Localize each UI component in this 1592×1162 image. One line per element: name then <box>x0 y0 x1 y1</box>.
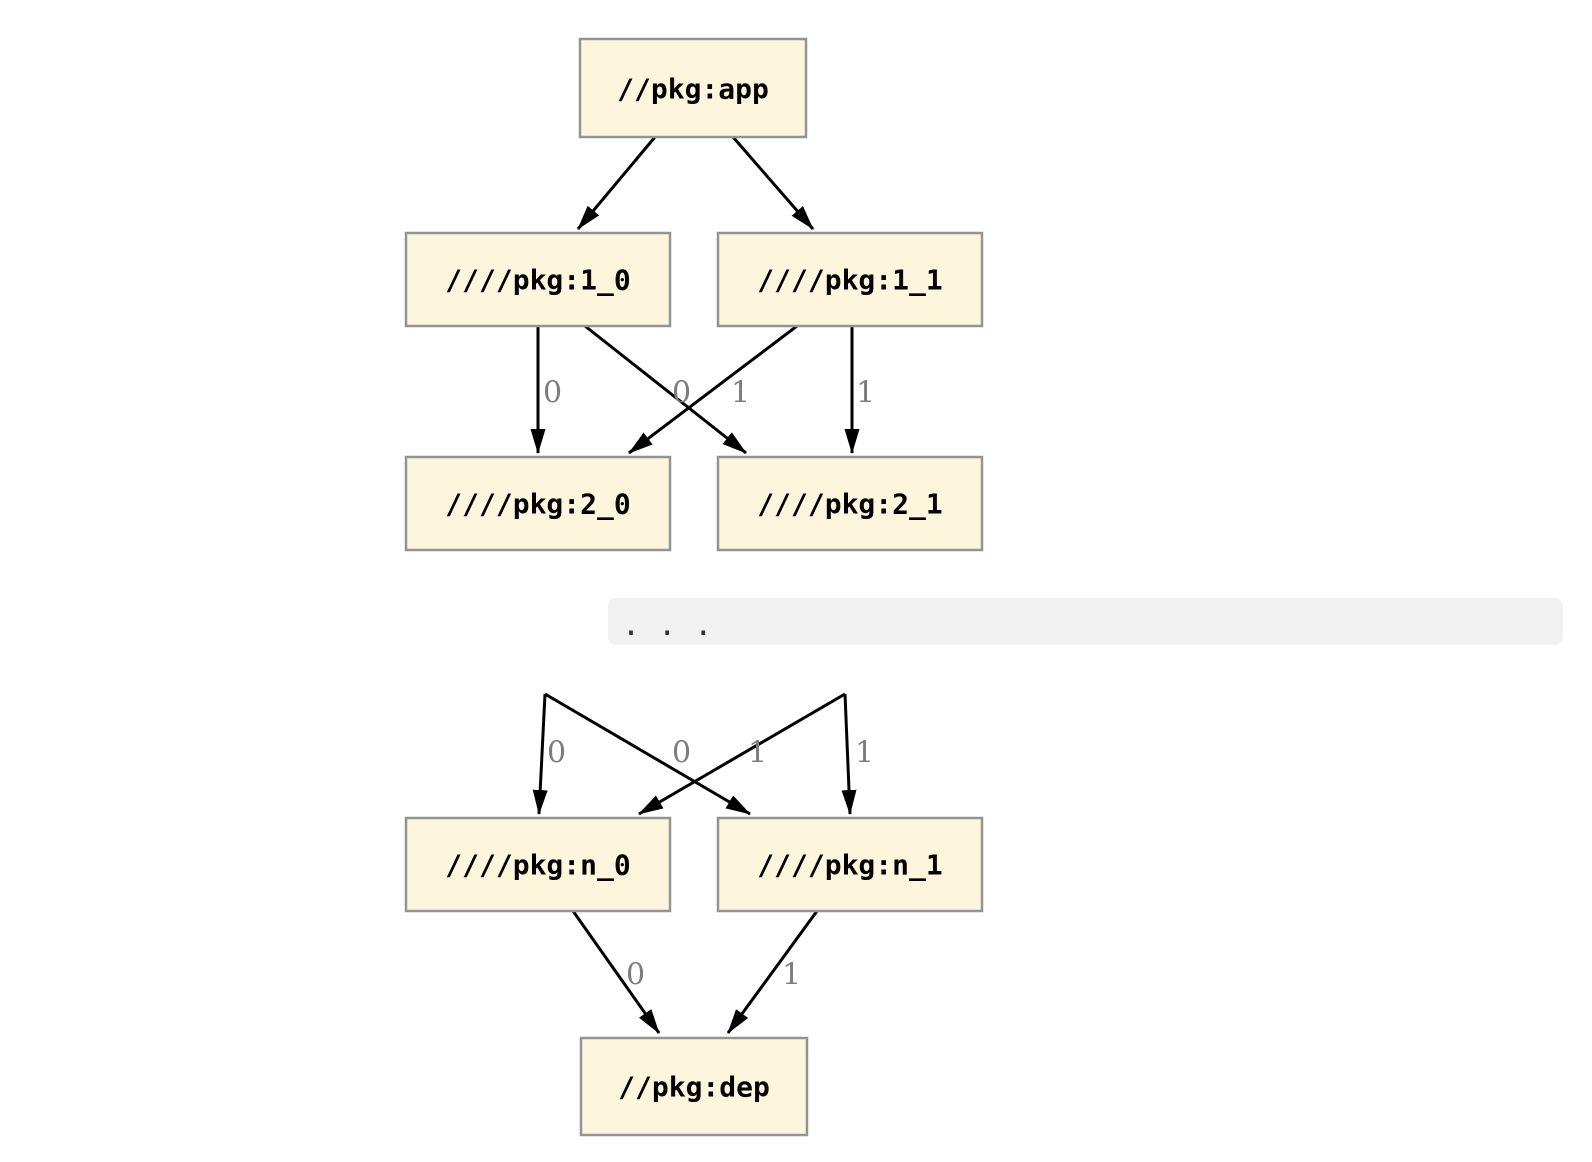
edge-label-1_0-2_0: 0 <box>543 376 562 411</box>
edge-1_0-to-2_1 <box>584 324 747 455</box>
graph-bottom: 0 0 1 1 0 1 ////pkg:n_0 ////pkg:n_1 //pk… <box>404 692 984 1137</box>
edge-app-to-1_1 <box>731 136 815 230</box>
node-pkg-2_0-label: ////pkg:2_0 <box>445 488 630 521</box>
node-pkg-2_1-box <box>716 455 984 552</box>
node-pkg-2_0-box <box>404 455 672 552</box>
node-pkg-2_1-label: ////pkg:2_1 <box>757 488 942 521</box>
node-pkg-app-box <box>578 37 808 139</box>
edge-prev0-to-n_1 <box>544 692 751 816</box>
node-pkg-n_0-box <box>404 816 672 913</box>
node-pkg-n_0-label: ////pkg:n_0 <box>445 849 630 882</box>
node-pkg-1_1-label: ////pkg:1_1 <box>757 264 942 297</box>
node-pkg-app: //pkg:app <box>578 37 808 139</box>
node-pkg-2_1: ////pkg:2_1 <box>716 455 984 552</box>
edge-prev1-to-n_1 <box>841 693 857 815</box>
edge-label-1_1-2_1: 1 <box>856 376 875 411</box>
node-pkg-1_1-box <box>716 231 984 328</box>
node-pkg-n_1-label: ////pkg:n_1 <box>757 849 942 882</box>
node-pkg-dep-label: //pkg:dep <box>618 1071 770 1104</box>
node-pkg-n_0: ////pkg:n_0 <box>404 816 672 913</box>
node-pkg-app-label: //pkg:app <box>617 73 769 106</box>
node-pkg-2_0: ////pkg:2_0 <box>404 455 672 552</box>
edge-1_1-to-2_0 <box>628 324 798 455</box>
node-pkg-n_1: ////pkg:n_1 <box>716 816 984 913</box>
edge-prev0-to-n_0 <box>532 693 548 815</box>
edge-n_0-to-dep <box>571 910 661 1034</box>
edge-label-prev1-n_0: 1 <box>748 736 767 771</box>
node-pkg-1_0: ////pkg:1_0 <box>404 231 672 328</box>
node-pkg-dep: //pkg:dep <box>579 1036 809 1137</box>
edge-n_1-to-dep <box>726 910 819 1034</box>
node-pkg-1_0-label: ////pkg:1_0 <box>445 264 630 297</box>
ellipsis-block: . . . <box>608 598 1563 645</box>
edge-label-1_1-2_0: 1 <box>731 376 750 411</box>
edge-prev1-to-n_0 <box>638 692 846 816</box>
edge-label-prev0-n_0: 0 <box>547 736 566 771</box>
node-pkg-dep-box <box>579 1036 809 1137</box>
graph-top: 0 0 1 1 //pkg:app ////pkg:1_0 ////pkg:1_… <box>404 37 984 552</box>
edge-label-n_0-dep: 0 <box>626 958 645 993</box>
node-pkg-1_0-box <box>404 231 672 328</box>
edge-label-prev0-n_1: 0 <box>672 736 691 771</box>
edge-label-1_0-2_1: 0 <box>672 376 691 411</box>
edge-label-prev1-n_1: 1 <box>855 736 874 771</box>
node-pkg-1_1: ////pkg:1_1 <box>716 231 984 328</box>
ellipsis-text: . . . <box>622 608 713 643</box>
edge-label-n_1-dep: 1 <box>782 958 801 993</box>
node-pkg-n_1-box <box>716 816 984 913</box>
edge-app-to-1_0 <box>576 136 657 230</box>
